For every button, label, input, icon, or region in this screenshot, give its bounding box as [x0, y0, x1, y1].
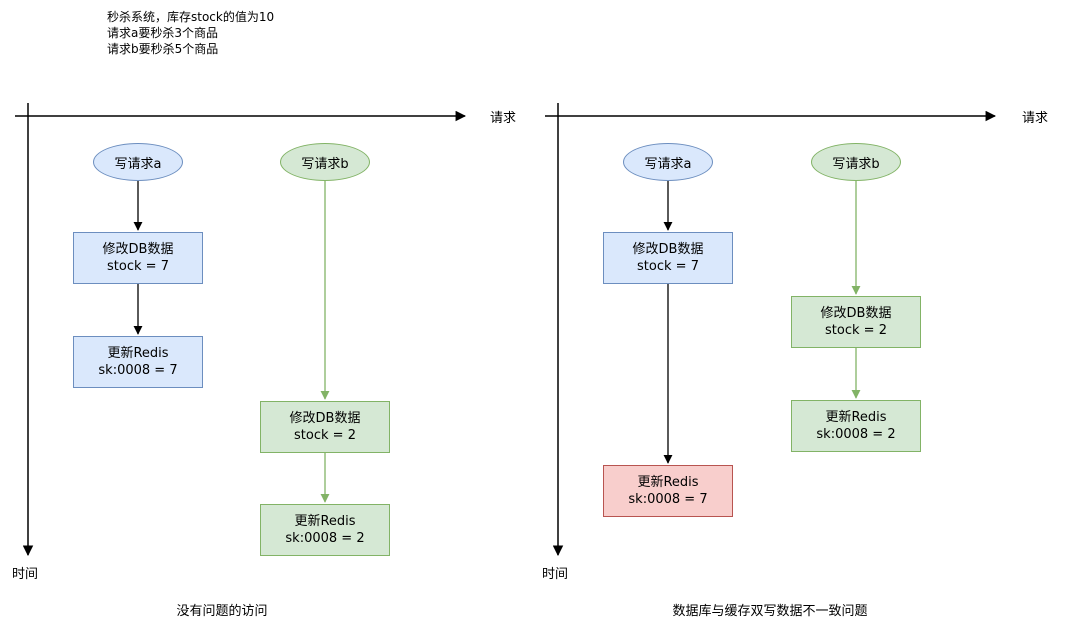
left-a-redis-update-box: 更新Redis sk:0008 = 7 — [73, 336, 203, 388]
box-line-1: 更新Redis — [637, 475, 699, 490]
left-x-axis-label: 请求 — [490, 111, 517, 126]
box-line-2: sk:0008 = 7 — [98, 363, 178, 378]
left-diagram-caption: 没有问题的访问 — [176, 604, 268, 619]
left-b-db-update-box: 修改DB数据 stock = 2 — [260, 401, 390, 453]
left-a-db-update-box: 修改DB数据 stock = 7 — [73, 232, 203, 284]
box-line-1: 修改DB数据 — [289, 411, 361, 426]
box-line-2: sk:0008 = 2 — [816, 427, 896, 442]
right-request-a-node: 写请求a — [623, 143, 713, 181]
box-line-2: sk:0008 = 7 — [628, 492, 708, 507]
right-y-axis-label: 时间 — [542, 567, 569, 582]
right-a-db-update-box: 修改DB数据 stock = 7 — [603, 232, 733, 284]
box-line-2: stock = 7 — [637, 259, 699, 274]
box-line-2: stock = 2 — [825, 323, 887, 338]
left-b-redis-update-box: 更新Redis sk:0008 = 2 — [260, 504, 390, 556]
left-y-axis-label: 时间 — [12, 567, 39, 582]
box-line-1: 更新Redis — [825, 410, 887, 425]
note-line-stock: 秒杀系统，库存stock的值为10 — [107, 10, 275, 24]
box-line-2: stock = 7 — [107, 259, 169, 274]
right-b-db-update-box: 修改DB数据 stock = 2 — [791, 296, 921, 348]
right-x-axis-label: 请求 — [1022, 111, 1049, 126]
note-line-request-b: 请求b要秒杀5个商品 — [107, 42, 219, 56]
box-line-1: 修改DB数据 — [632, 242, 704, 257]
left-request-a-node: 写请求a — [93, 143, 183, 181]
box-line-1: 修改DB数据 — [102, 242, 174, 257]
note-line-request-a: 请求a要秒杀3个商品 — [107, 26, 218, 40]
right-b-redis-update-box: 更新Redis sk:0008 = 2 — [791, 400, 921, 452]
box-line-2: stock = 2 — [294, 428, 356, 443]
box-line-2: sk:0008 = 2 — [285, 531, 365, 546]
right-diagram-caption: 数据库与缓存双写数据不一致问题 — [672, 604, 868, 619]
right-request-b-node: 写请求b — [811, 143, 901, 181]
box-line-1: 更新Redis — [294, 514, 356, 529]
box-line-1: 修改DB数据 — [820, 306, 892, 321]
scenario-note: 秒杀系统，库存stock的值为10 请求a要秒杀3个商品 请求b要秒杀5个商品 — [107, 9, 274, 57]
box-line-1: 更新Redis — [107, 346, 169, 361]
right-a-redis-update-box-stale: 更新Redis sk:0008 = 7 — [603, 465, 733, 517]
left-request-b-node: 写请求b — [280, 143, 370, 181]
